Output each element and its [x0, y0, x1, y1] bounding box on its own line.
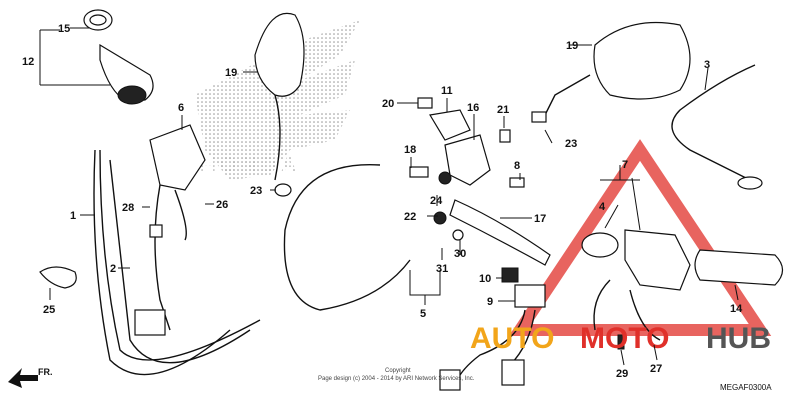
callout-8: 8	[514, 160, 520, 172]
watermark-triangle	[508, 139, 772, 336]
watermark-text: AUTO MOTO HUB	[470, 322, 771, 355]
callout-26: 26	[216, 199, 228, 211]
callout-7: 7	[622, 159, 628, 171]
callout-27: 27	[650, 363, 662, 375]
diagram-code: MEGAF0300A	[720, 383, 772, 392]
callout-17: 17	[534, 213, 546, 225]
callout-19-left: 19	[225, 67, 237, 79]
callout-9: 9	[487, 296, 493, 308]
honda-wing-logo: HONDA	[195, 20, 360, 180]
callout-4: 4	[599, 201, 606, 213]
callout-11: 11	[441, 85, 453, 97]
callout-21: 21	[497, 104, 509, 116]
left-grip	[99, 43, 154, 105]
callout-16: 16	[467, 102, 479, 114]
callout-23-right: 23	[565, 138, 577, 150]
callout-5: 5	[420, 308, 426, 320]
callout-29: 29	[616, 368, 628, 380]
callouts: 1 2 3 4 5 6 7 8 9 10 11 12 14 15 16 17 1…	[22, 23, 743, 380]
left-switch-housing	[134, 124, 206, 336]
grip-end-weight	[83, 9, 113, 31]
callout-23-left: 23	[250, 185, 262, 197]
right-grip	[694, 249, 784, 286]
throttle-cables	[93, 149, 261, 376]
callout-19-right: 19	[566, 40, 578, 52]
lever-bracket	[409, 97, 551, 266]
callout-2: 2	[110, 263, 116, 275]
right-switch-housing	[581, 229, 691, 350]
long-cable	[283, 163, 411, 311]
callout-6: 6	[178, 102, 184, 114]
callout-12: 12	[22, 56, 34, 68]
leader-lines	[49, 44, 739, 366]
callout-24: 24	[430, 195, 443, 207]
copyright-line-1: Copyright	[385, 368, 411, 374]
callout-31: 31	[436, 263, 448, 275]
callout-1: 1	[70, 210, 76, 222]
callout-22: 22	[404, 211, 416, 223]
callout-14: 14	[730, 303, 743, 315]
left-mirror	[254, 12, 305, 197]
callout-3: 3	[704, 59, 710, 71]
copyright-line-2: Page design (c) 2004 - 2014 by ARI Netwo…	[318, 376, 475, 382]
watermark-word-c: HUB	[706, 322, 771, 355]
watermark-word-b: MOTO	[580, 322, 669, 355]
callout-10: 10	[479, 273, 491, 285]
callout-28: 28	[122, 202, 134, 214]
honda-brand-text: HONDA	[200, 152, 301, 177]
cable-clip	[39, 266, 77, 289]
callout-15: 15	[58, 23, 70, 35]
callout-30: 30	[454, 248, 466, 260]
callout-18: 18	[404, 144, 416, 156]
callout-25: 25	[43, 304, 55, 316]
stop-switch	[439, 267, 546, 391]
watermark-word-a: AUTO	[470, 322, 554, 355]
right-mirror	[531, 22, 691, 123]
front-arrow: FR.	[8, 367, 53, 388]
clutch-cable	[671, 64, 763, 190]
front-label: FR.	[38, 367, 53, 377]
callout-20: 20	[382, 98, 394, 110]
